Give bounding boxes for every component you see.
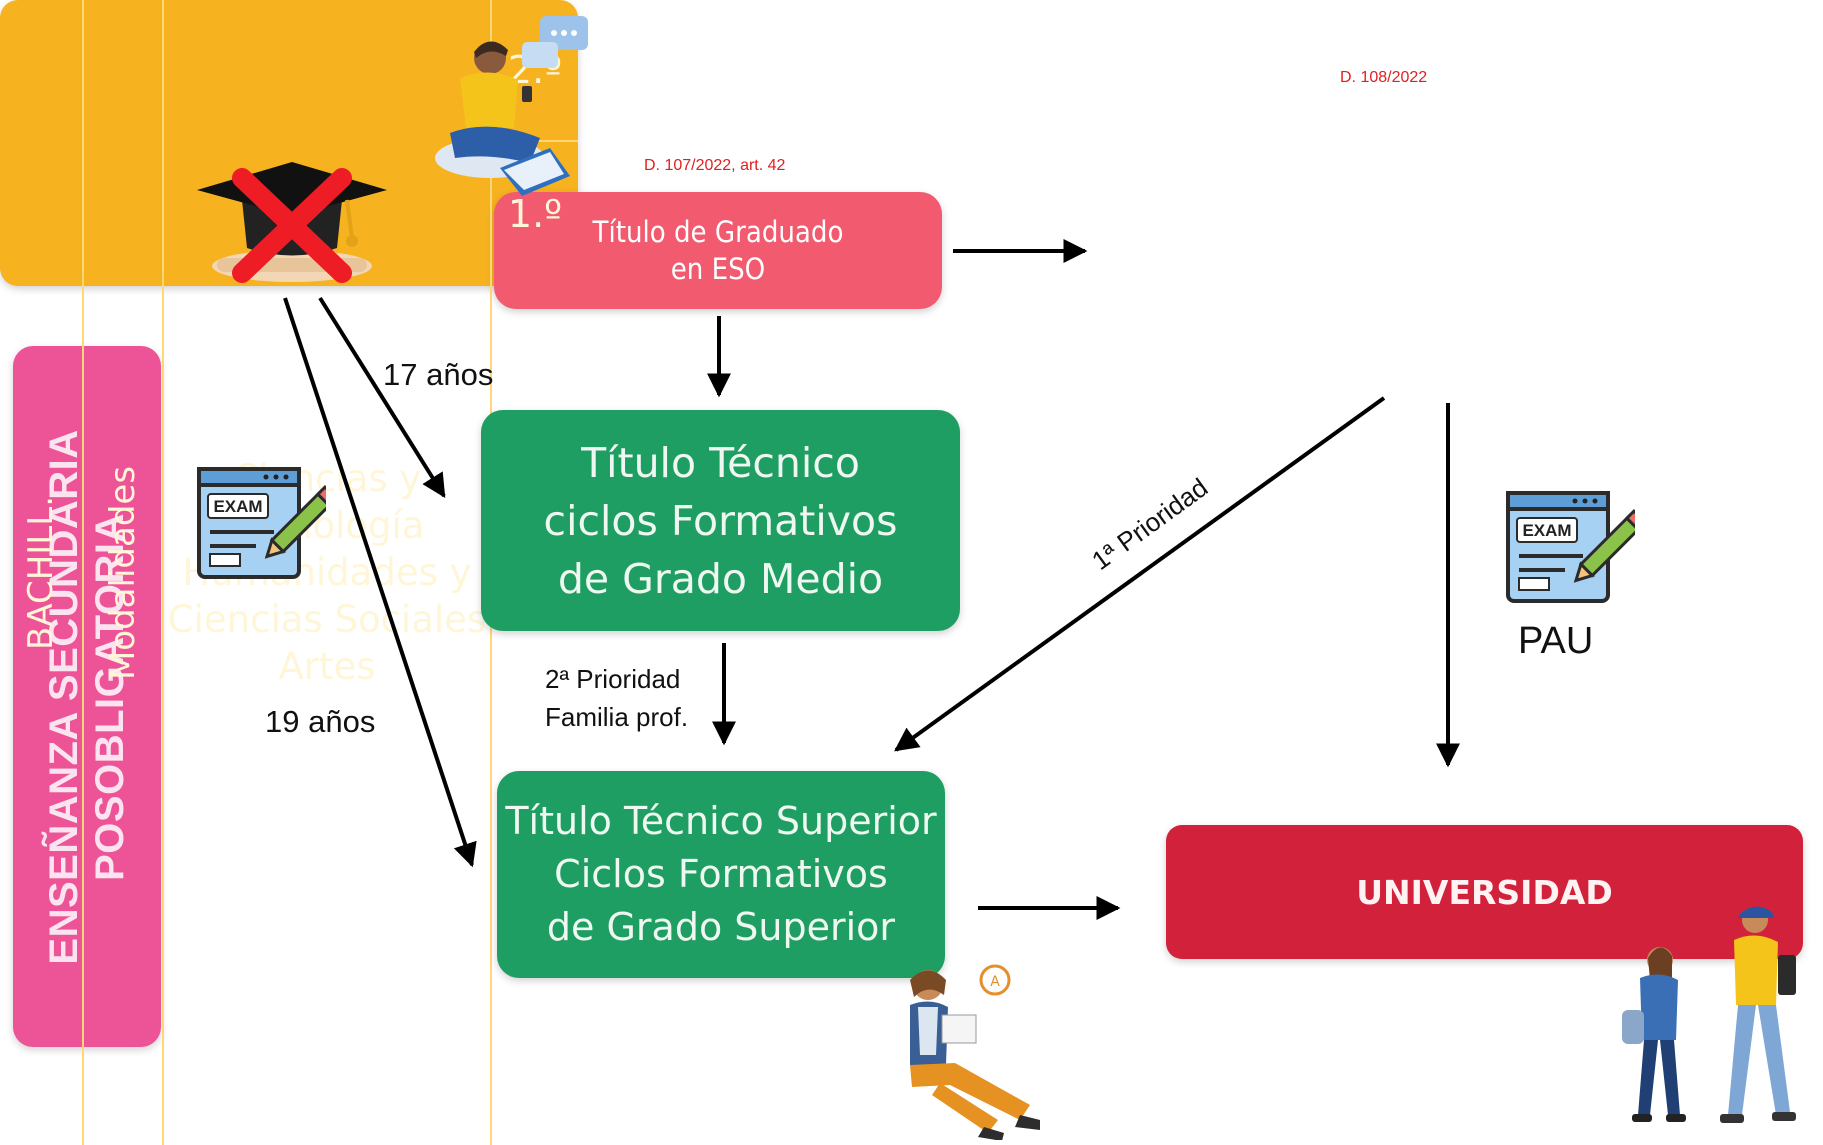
grado-medio-line3: de Grado Medio (557, 554, 884, 603)
exam-icon: EXAM (1505, 490, 1648, 605)
grado-superior-line3: de Grado Superior (546, 905, 896, 949)
grado-superior-box: Título Técnico Superior Ciclos Formativo… (497, 771, 945, 978)
modalidad-item: Ciencias Sociales (167, 598, 487, 641)
universidad-box: UNIVERSIDAD (1166, 825, 1803, 959)
universidad-label: UNIVERSIDAD (1356, 872, 1613, 912)
eso-decree-ref: D. 107/2022, art. 42 (644, 157, 786, 174)
grado-medio-line2: ciclos Formativos (543, 496, 898, 545)
arrow-cap-to-gm (318, 296, 446, 499)
graduation-cap-crossed-icon (197, 162, 387, 283)
student-reading-illustration (435, 16, 588, 196)
svg-text:A: A (990, 974, 1000, 990)
grado-superior-line2: Ciclos Formativos (554, 852, 888, 896)
prio2-label: 2ª Prioridad Familia prof. (545, 660, 688, 736)
modalidad-item: Artes (278, 645, 376, 688)
eso-title-box: Título de Graduado en ESO (494, 192, 942, 309)
exam-icon: EXAM (196, 466, 339, 581)
age-19-label: 19 años (265, 704, 376, 739)
grado-medio-line1: Título Técnico (581, 438, 860, 487)
prio2-line2: Familia prof. (545, 702, 689, 732)
sidebar-panel: ENSEÑANZA SECUNDARIA POSOBLIGATORIA (13, 346, 161, 1047)
student-sitting-illustration: A (910, 964, 1040, 1140)
students-walking-illustration (1622, 906, 1796, 1123)
course-1: 1.º (507, 192, 563, 236)
bach-decree-ref: D. 108/2022 (1340, 69, 1428, 86)
prio2-line1: 2ª Prioridad (545, 664, 681, 694)
exam-icon-text: EXAM (213, 497, 262, 516)
eso-line1: Título de Graduado (592, 214, 844, 249)
age-17-label: 17 años (383, 357, 494, 392)
eso-line2: en ESO (670, 251, 766, 286)
grado-medio-box: Título Técnico ciclos Formativos de Grad… (481, 410, 960, 631)
exam-icon-text: EXAM (1522, 521, 1571, 540)
arrow-cap-to-gs (283, 297, 477, 868)
pau-label: PAU (1518, 620, 1594, 662)
arrow-bach-to-gs (894, 396, 1386, 752)
grado-superior-line1: Título Técnico Superior (505, 799, 937, 843)
